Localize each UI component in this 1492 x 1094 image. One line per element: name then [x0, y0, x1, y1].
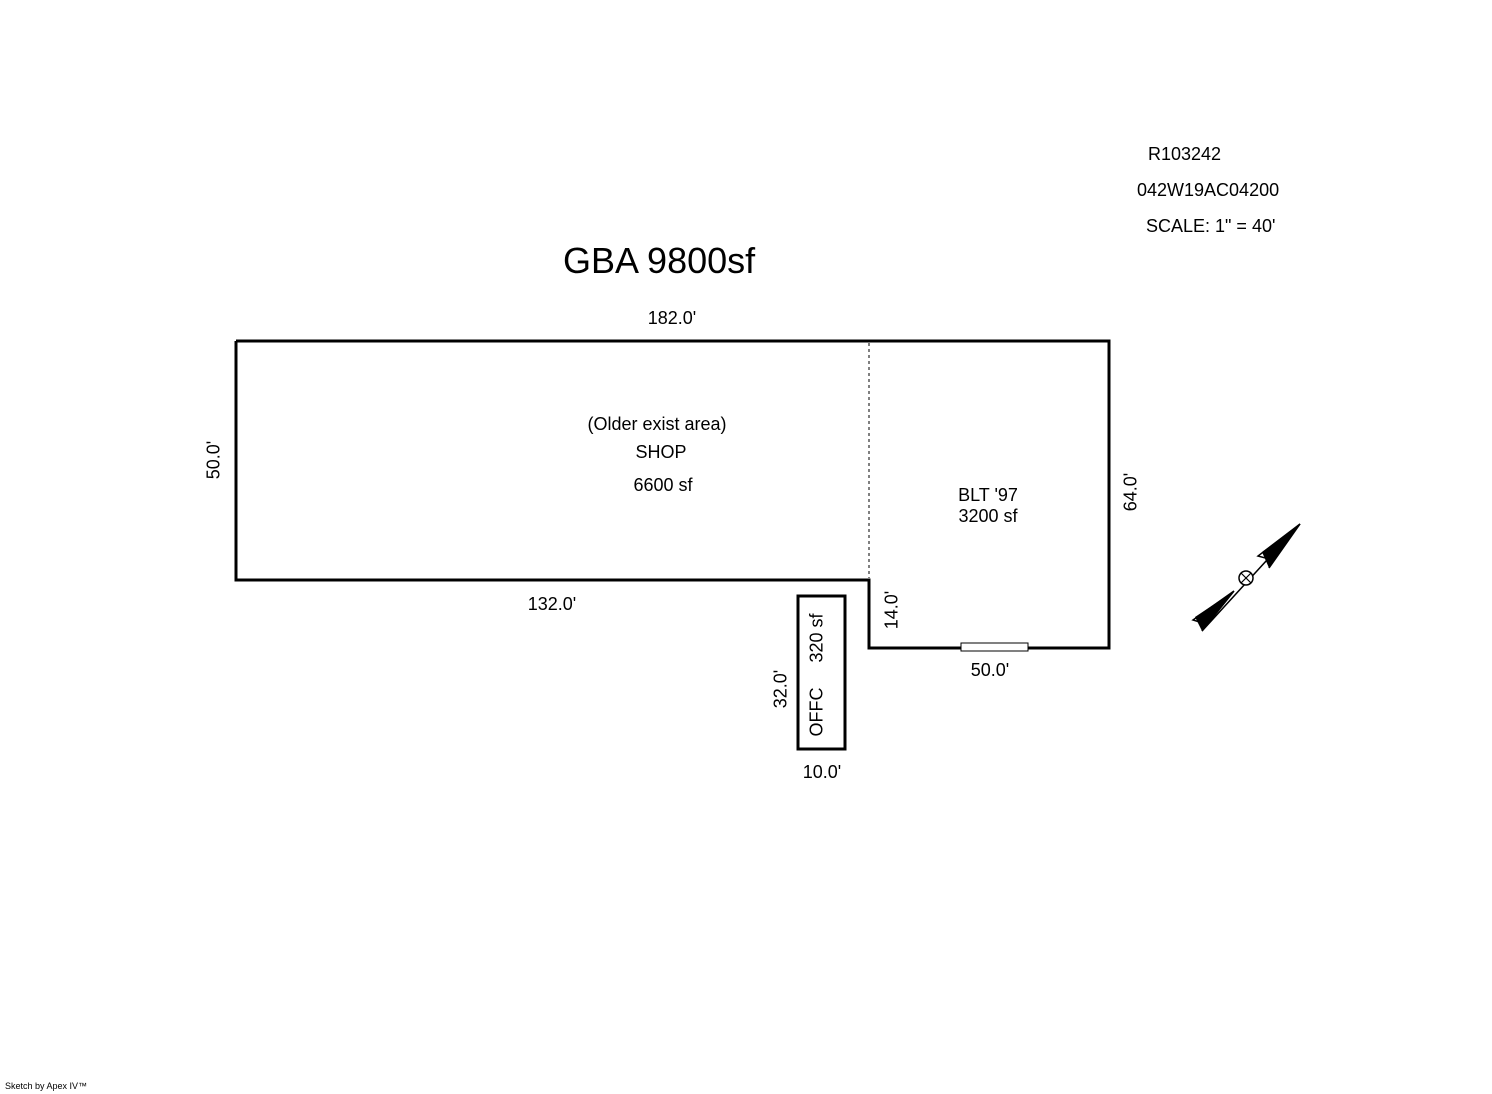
sketch-credit: Sketch by Apex IV™ [5, 1081, 88, 1091]
office-outline [796, 594, 847, 751]
shop-note: (Older exist area) [587, 414, 727, 434]
door-marker [960, 642, 1029, 652]
dimension-office-width: 10.0' [802, 762, 842, 782]
page-title: GBA 9800sf [563, 240, 756, 281]
scale-label: SCALE: 1" = 40' [1146, 216, 1276, 236]
map-number: 042W19AC04200 [1137, 180, 1280, 200]
account-number: R103242 [1148, 144, 1222, 164]
shop-size: 6600 sf [633, 475, 693, 495]
north-arrow-icon [1191, 523, 1301, 632]
dimension-bottom-shop: 132.0' [527, 594, 577, 614]
dimension-step: 14.0' [881, 590, 902, 630]
dimension-top: 182.0' [647, 308, 697, 328]
office-name: OFFC [806, 687, 827, 737]
dimension-right: 64.0' [1120, 472, 1141, 512]
dimension-office-height: 32.0' [770, 669, 791, 709]
shop-name: SHOP [635, 442, 687, 462]
dimension-left: 50.0' [203, 440, 224, 480]
dimension-bottom-addition: 50.0' [970, 660, 1010, 680]
addition-size: 3200 sf [958, 506, 1018, 526]
building-outline [234, 339, 1111, 650]
addition-name: BLT '97 [958, 485, 1018, 505]
office-size: 320 sf [806, 613, 827, 663]
